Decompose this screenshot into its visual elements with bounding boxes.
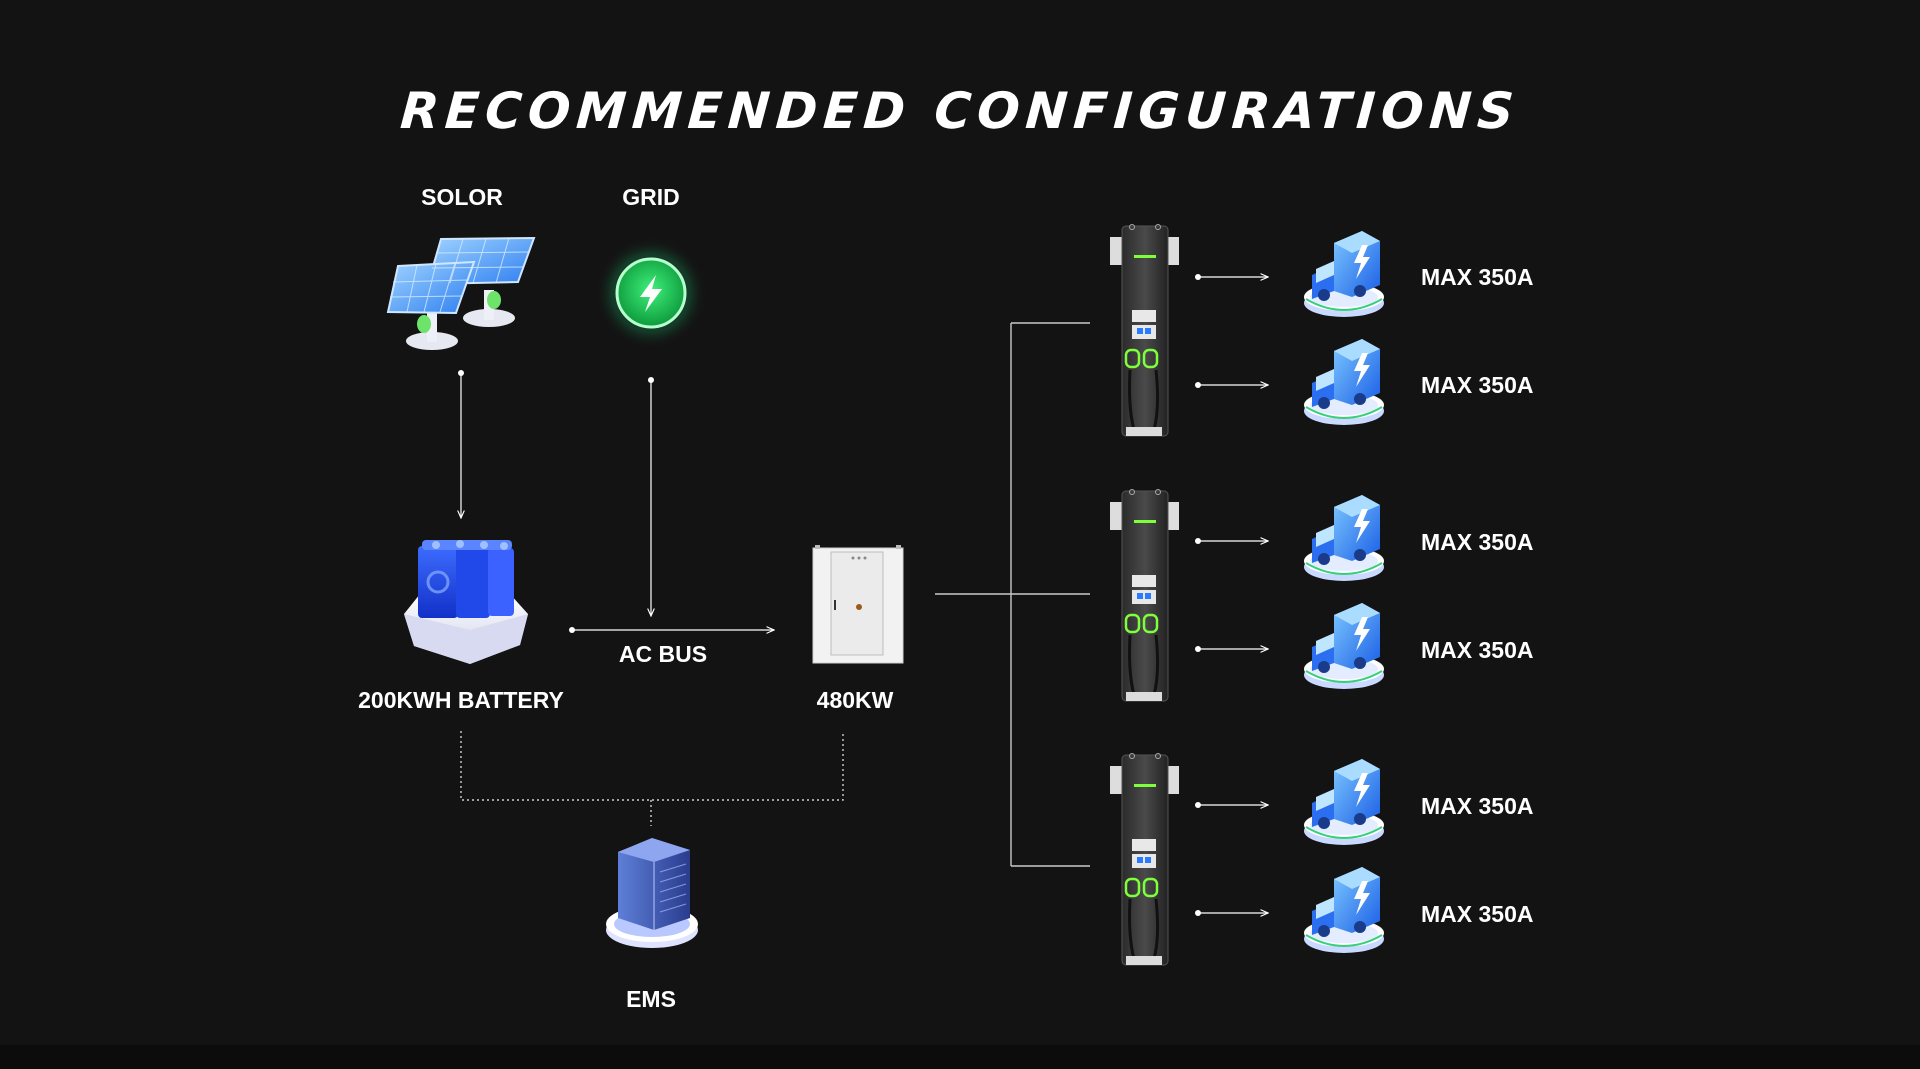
output-label: MAX 350A (1421, 793, 1534, 819)
output-arrow (1195, 802, 1268, 808)
output-arrow (1195, 646, 1268, 652)
electric-truck-icon (1304, 495, 1384, 581)
output-label: MAX 350A (1421, 372, 1534, 398)
bottom-strip (0, 1045, 1920, 1069)
output-arrow (1195, 382, 1268, 388)
charging-pile-icon (1110, 753, 1179, 966)
charging-pile-icon (1110, 489, 1179, 702)
output-label: MAX 350A (1421, 529, 1534, 555)
output-arrow (1195, 538, 1268, 544)
grid-label: GRID (622, 184, 680, 210)
grid-to-bus-line (648, 377, 654, 616)
output-arrow (1195, 274, 1268, 280)
power-cabinet-icon (812, 545, 904, 664)
electric-truck-icon (1304, 867, 1384, 953)
ems-connector (460, 731, 844, 826)
output-arrow (1195, 910, 1268, 916)
lightning-icon (595, 237, 707, 349)
outputs-layer (1195, 231, 1384, 953)
electric-truck-icon (1304, 603, 1384, 689)
solar-to-battery-line (458, 370, 464, 518)
solar-panel-icon (386, 236, 536, 350)
electric-truck-icon (1304, 759, 1384, 845)
ac-bus-line (569, 627, 774, 633)
electric-truck-icon (1304, 339, 1384, 425)
battery-label: 200KWH BATTERY (358, 687, 564, 713)
output-label: MAX 350A (1421, 901, 1534, 927)
battery-icon (404, 540, 528, 664)
server-icon (606, 838, 698, 948)
solar-label: SOLOR (421, 184, 503, 210)
cabinet-label: 480KW (816, 687, 894, 713)
ac-bus-label: AC BUS (618, 641, 708, 667)
charging-pile-icon (1110, 224, 1179, 437)
output-label: MAX 350A (1421, 637, 1534, 663)
output-label: MAX 350A (1421, 264, 1534, 290)
ems-label: EMS (626, 986, 676, 1012)
charger-distribution-lines (935, 322, 1090, 867)
electric-truck-icon (1304, 231, 1384, 317)
